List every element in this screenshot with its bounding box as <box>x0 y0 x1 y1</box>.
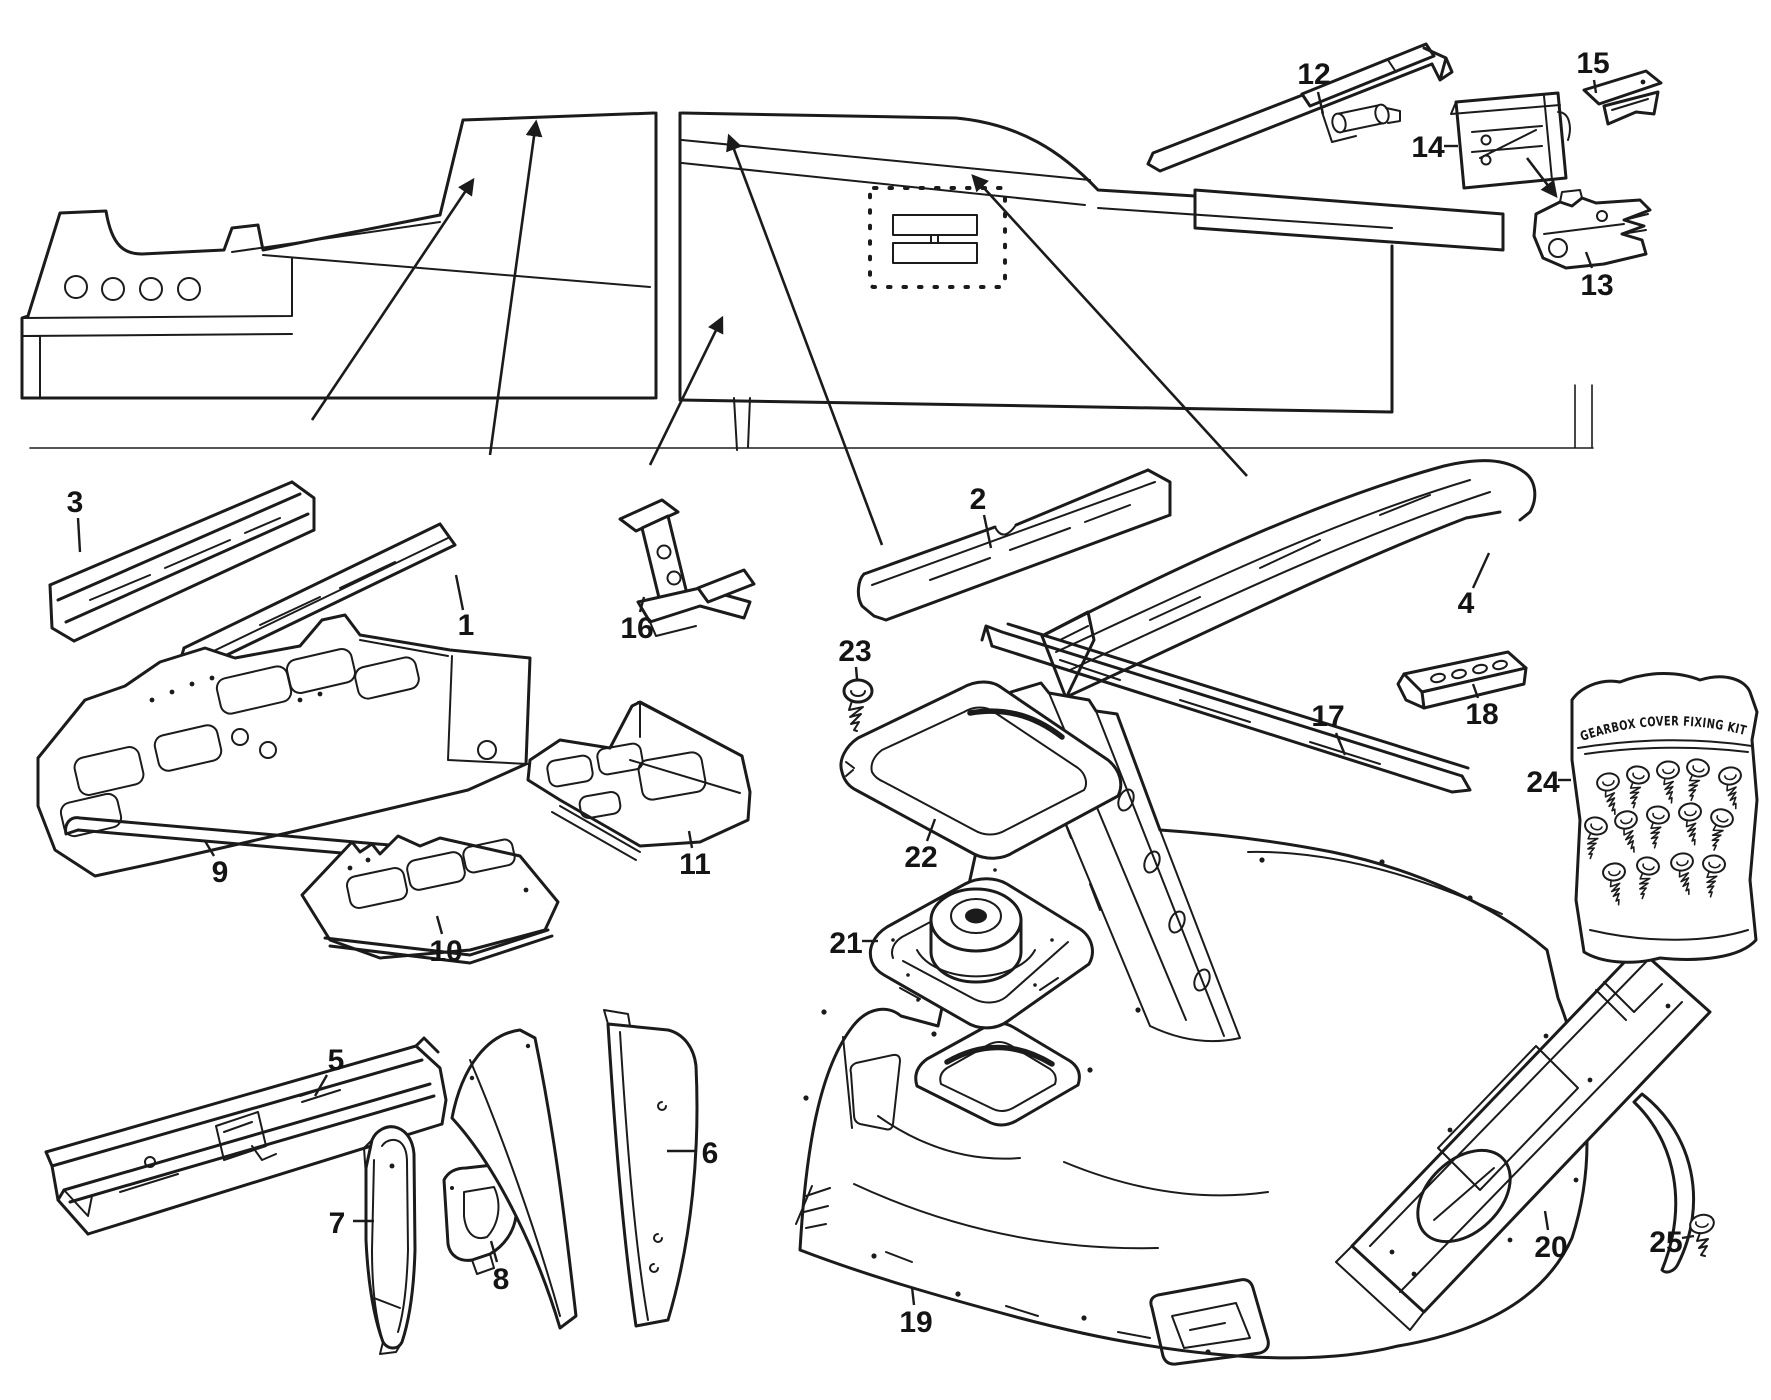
part-3-sill-channel <box>48 480 316 643</box>
assembly-arrow-1 <box>310 177 475 421</box>
assembly-arrow-3 <box>648 315 724 466</box>
leader-line-12 <box>1316 91 1325 115</box>
part-15-packing-strip <box>1582 69 1663 126</box>
part-callout-7: 7 <box>329 1207 346 1240</box>
part-callout-23: 23 <box>838 635 871 668</box>
part-callout-4: 4 <box>1458 587 1475 620</box>
main-assembly-drawing <box>20 111 1594 451</box>
leader-line-8 <box>489 1240 499 1263</box>
part-callout-21: 21 <box>829 927 862 960</box>
leader-line-1 <box>454 574 465 611</box>
leader-line-3 <box>76 517 82 553</box>
leader-line-4 <box>1471 552 1491 589</box>
part-25-screw <box>1689 1213 1715 1257</box>
leader-line-9 <box>203 840 216 857</box>
part-10-floor-panel <box>300 834 560 965</box>
leader-line-11 <box>687 830 694 849</box>
part-7-pillar-panel <box>363 1125 417 1355</box>
leader-line-13 <box>1584 251 1594 269</box>
part-13-mounting-bracket <box>1532 189 1652 270</box>
part-callout-20: 20 <box>1534 1231 1567 1264</box>
part-12-crossmember <box>1146 42 1454 173</box>
assembly-arrow-2 <box>488 119 543 456</box>
part-callout-2: 2 <box>970 483 987 516</box>
assembly-arrow-layer <box>310 119 1558 546</box>
wheel-arch-swoosh <box>1632 1092 1696 1274</box>
leader-line-10 <box>435 915 444 935</box>
leader-line-22 <box>925 818 937 842</box>
leader-line-5 <box>313 1074 329 1097</box>
leader-line-2 <box>982 514 993 549</box>
part-callout-16: 16 <box>620 612 653 645</box>
part-callout-10: 10 <box>429 935 462 968</box>
part-callout-8: 8 <box>493 1263 510 1296</box>
part-callout-25: 25 <box>1649 1226 1682 1259</box>
part-16-crossmember-bracket <box>618 498 756 637</box>
leader-line-19 <box>910 1286 916 1306</box>
part-callout-1: 1 <box>458 609 475 642</box>
part-callout-15: 15 <box>1576 47 1609 80</box>
part-23-screw <box>842 678 874 732</box>
leader-line-17 <box>1334 732 1347 756</box>
part-callout-3: 3 <box>67 486 84 519</box>
leader-line-15 <box>1592 79 1598 94</box>
part-24-fixing-kit-bag: GEARBOX COVER FIXING KIT <box>1570 672 1759 964</box>
part-callout-18: 18 <box>1465 698 1498 731</box>
part-14-bracket-box <box>1450 91 1571 190</box>
part-2-sill-panel <box>856 468 1172 622</box>
part-callout-17: 17 <box>1311 700 1344 733</box>
part-22-aperture-surround <box>839 680 1123 860</box>
assembly-arrow-5 <box>971 174 1248 477</box>
part-6-quarter-panels <box>450 1009 699 1330</box>
part-9-floor-panel-lh <box>36 613 532 878</box>
leader-line-16 <box>638 596 646 613</box>
leader-line-23 <box>854 666 859 680</box>
part-callout-14: 14 <box>1411 131 1445 164</box>
part-21-gear-lever-grommet <box>868 868 1094 1030</box>
part-1-sill-strip <box>179 522 457 674</box>
part-callout-19: 19 <box>899 1306 932 1339</box>
assembly-arrow-6 <box>1525 157 1558 199</box>
leader-line-25 <box>1681 1234 1695 1240</box>
assembly-arrow-4 <box>726 133 884 546</box>
part-callout-13: 13 <box>1580 269 1613 302</box>
part-callout-24: 24 <box>1526 766 1560 799</box>
part-callout-12: 12 <box>1297 58 1330 91</box>
part-callout-6: 6 <box>702 1137 719 1170</box>
part-callout-11: 11 <box>679 848 711 881</box>
leader-line-18 <box>1471 683 1480 699</box>
part-18-perforated-bracket <box>1396 650 1528 710</box>
part-callout-5: 5 <box>328 1044 345 1077</box>
part-11-floor-panel <box>526 700 752 861</box>
leader-line-20 <box>1543 1210 1550 1231</box>
part-callout-9: 9 <box>212 856 229 889</box>
access-plate-detail <box>892 214 978 264</box>
part-17-tunnel-rail <box>980 622 1472 794</box>
part-callout-22: 22 <box>904 841 937 874</box>
part-20-cover-side-plate <box>1335 946 1712 1331</box>
